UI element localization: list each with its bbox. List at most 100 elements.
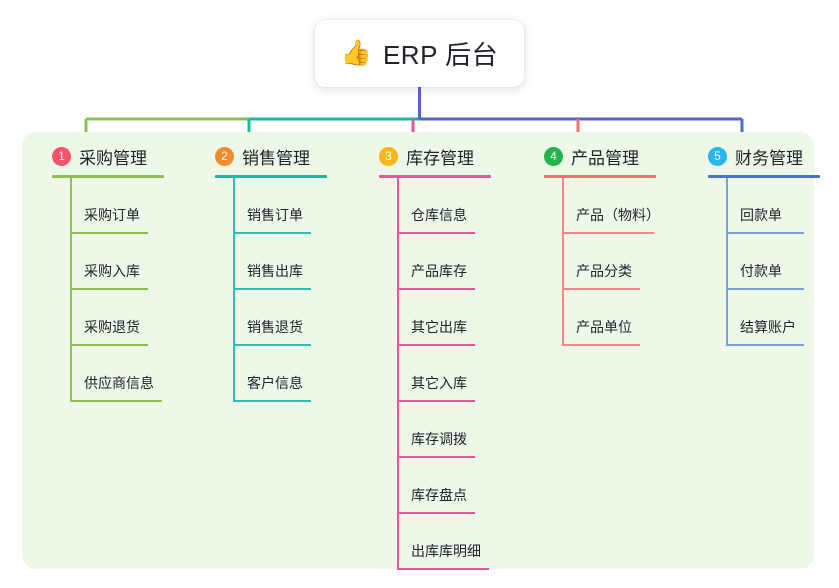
column-2: 2 销售管理销售订单销售出库销售退货客户信息 (197, 143, 327, 402)
item-connector (397, 514, 399, 570)
list-item[interactable]: 库存调拨 (379, 402, 491, 458)
column-title: 销售管理 (242, 148, 310, 168)
list-item[interactable]: 出库库明细 (379, 514, 491, 570)
column-underline (52, 175, 164, 178)
item-connector (562, 290, 564, 346)
item-label: 客户信息 (247, 375, 303, 391)
list-item[interactable]: 销售退货 (215, 290, 327, 346)
item-label: 销售订单 (247, 207, 303, 223)
item-underline (70, 288, 148, 290)
item-underline (397, 456, 475, 458)
diagram-panel (22, 132, 814, 569)
item-label: 产品（物料） (576, 207, 660, 223)
column-title: 产品管理 (571, 148, 639, 168)
column-items: 仓库信息产品库存其它出库其它入库库存调拨库存盘点出库库明细 (361, 178, 491, 570)
number-badge-icon: 2 (215, 146, 234, 166)
item-underline (726, 288, 804, 290)
column-4: 4 产品管理产品（物料） 产品分类产品单位 (526, 143, 660, 346)
item-underline (397, 568, 489, 570)
number-badge-icon: 1 (52, 146, 71, 166)
item-underline (233, 288, 311, 290)
column-underline (544, 175, 656, 178)
column-items: 回款单付款单结算账户 (690, 178, 820, 346)
list-item[interactable]: 产品分类 (544, 234, 656, 290)
column-items: 产品（物料） 产品分类产品单位 (526, 178, 660, 346)
item-label: 付款单 (740, 263, 782, 279)
column-title: 财务管理 (735, 148, 803, 168)
list-item[interactable]: 付款单 (708, 234, 820, 290)
item-connector (397, 290, 399, 346)
item-label: 产品分类 (576, 263, 632, 279)
list-item[interactable]: 仓库信息 (379, 178, 491, 234)
item-underline (397, 344, 475, 346)
item-label: 采购入库 (84, 263, 140, 279)
item-connector (562, 178, 564, 234)
item-label: 供应商信息 (84, 375, 154, 391)
list-item[interactable]: 其它出库 (379, 290, 491, 346)
root-title: ERP 后台 (382, 40, 499, 70)
item-connector (70, 346, 72, 402)
item-connector (233, 234, 235, 290)
column-underline (708, 175, 820, 178)
item-connector (233, 290, 235, 346)
column-header-5[interactable]: 5 财务管理 (690, 143, 820, 169)
list-item[interactable]: 其它入库 (379, 346, 491, 402)
column-header-2[interactable]: 2 销售管理 (197, 143, 327, 169)
item-label: 其它入库 (411, 375, 467, 391)
list-item[interactable]: 销售订单 (215, 178, 327, 234)
number-badge-icon: 4 (544, 146, 563, 166)
item-connector (562, 234, 564, 290)
item-underline (726, 344, 804, 346)
number-badge-icon: 5 (708, 146, 727, 166)
item-connector (726, 178, 728, 234)
column-header-4[interactable]: 4 产品管理 (526, 143, 656, 169)
column-underline (379, 175, 491, 178)
item-label: 销售出库 (247, 263, 303, 279)
item-connector (397, 234, 399, 290)
list-item[interactable]: 销售出库 (215, 234, 327, 290)
item-connector (397, 402, 399, 458)
root-node[interactable]: 👍 ERP 后台 (315, 20, 524, 87)
item-underline (70, 344, 148, 346)
list-item[interactable]: 客户信息 (215, 346, 327, 402)
list-item[interactable]: 采购订单 (52, 178, 164, 234)
item-label: 其它出库 (411, 319, 467, 335)
item-underline (562, 344, 640, 346)
column-items: 销售订单销售出库销售退货客户信息 (197, 178, 327, 402)
list-item[interactable]: 供应商信息 (52, 346, 164, 402)
item-connector (70, 290, 72, 346)
list-item[interactable]: 采购退货 (52, 290, 164, 346)
item-label: 产品库存 (411, 263, 467, 279)
item-label: 结算账户 (740, 319, 796, 335)
item-connector (233, 178, 235, 234)
column-5: 5 财务管理回款单付款单结算账户 (690, 143, 820, 346)
item-label: 采购退货 (84, 319, 140, 335)
list-item[interactable]: 结算账户 (708, 290, 820, 346)
list-item[interactable]: 采购入库 (52, 234, 164, 290)
list-item[interactable]: 产品库存 (379, 234, 491, 290)
list-item[interactable]: 产品单位 (544, 290, 656, 346)
item-label: 回款单 (740, 207, 782, 223)
list-item[interactable]: 库存盘点 (379, 458, 491, 514)
item-underline (233, 232, 311, 234)
thumbs-up-icon: 👍 (340, 39, 372, 67)
item-connector (70, 178, 72, 234)
item-connector (397, 346, 399, 402)
item-label: 库存调拨 (411, 431, 467, 447)
item-label: 销售退货 (247, 319, 303, 335)
list-item[interactable]: 回款单 (708, 178, 820, 234)
list-item[interactable]: 产品（物料） (544, 178, 660, 234)
item-connector (397, 458, 399, 514)
column-items: 采购订单采购入库采购退货供应商信息 (34, 178, 164, 402)
item-underline (70, 232, 148, 234)
item-underline (233, 344, 311, 346)
item-underline (397, 232, 475, 234)
item-connector (726, 290, 728, 346)
number-badge-icon: 3 (379, 146, 398, 166)
item-label: 采购订单 (84, 207, 140, 223)
item-connector (70, 234, 72, 290)
